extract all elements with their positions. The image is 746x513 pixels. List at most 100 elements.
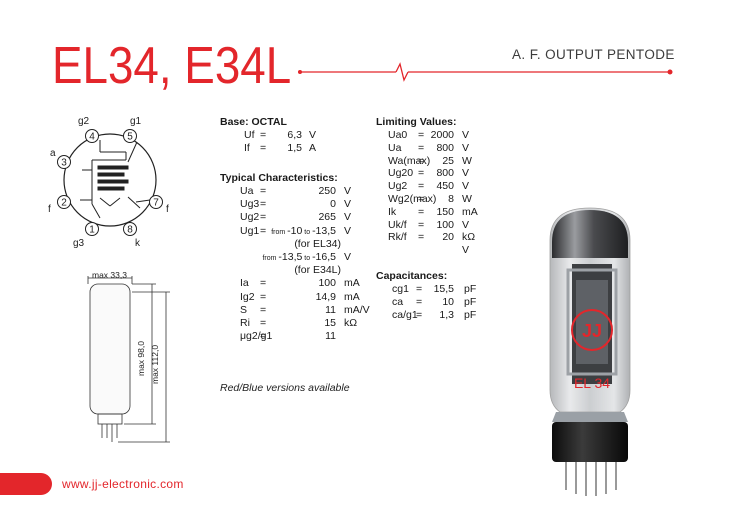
limiting-row-unit: V [462,180,470,193]
typical-row-unit: V [344,211,352,224]
typical-row-equals: = [260,290,267,303]
limiting-row-equals: = [418,141,425,154]
limiting-row-unit: W [462,193,472,205]
capacitances-row-label: ca/g1 [392,309,418,321]
typical-row-unit: V [344,251,352,263]
limiting-row-unit: W [462,154,472,167]
typical-row-equals: = [260,277,267,290]
footer-accent-bar [0,473,52,495]
typical-row-label: μg2/g1 [240,330,273,343]
title-signal-line [298,62,673,82]
limiting-row-equals: = [418,167,425,180]
capacitances-row-value: 10 [442,296,454,308]
capacitances-row-value: 1,3 [439,309,454,321]
base-row-equals: = [260,142,267,154]
capacitances-row-label: ca [392,296,404,308]
typical-row-label: Ug1 [240,224,260,237]
pin-8: 8 [127,225,133,236]
typical-row-unit: V [344,185,352,197]
limiting-row-value: 450 [436,180,454,193]
typical-row-value: 15 [324,317,336,329]
limiting-row-label: Ua [388,141,402,154]
base-row-value: 1,5 [287,142,302,154]
typical-row-label: S [240,303,248,316]
limiting-row-unit: V [462,129,470,141]
typical-row-value: 0 [330,198,336,211]
limiting-row-equals: = [418,231,425,244]
page-subtitle: A. F. OUTPUT PENTODE [512,47,675,62]
footer-website-link[interactable]: www.jj-electronic.com [62,477,184,491]
page-title: EL34, E34L [52,37,292,95]
typical-row-value: 100 [318,277,336,290]
limiting-row-value: 25 [442,154,454,167]
limiting-row-equals: = [418,218,425,231]
typical-row-equals: = [260,198,267,211]
limiting-row-equals: = [418,205,425,218]
range-max: -16,5 [312,251,336,263]
range-min: -10 [287,224,303,237]
limiting-row-label: Uk/f [388,218,407,231]
pin-label-g1: g1 [130,116,142,127]
limiting-row-unit: kΩ [462,231,476,244]
capacitances-row-unit: pF [464,283,477,295]
pin-3: 3 [61,158,67,169]
typical-row-value: 14,9 [315,290,336,303]
typical-row-unit: kΩ [344,317,358,329]
base-row-value: 6,3 [287,129,302,141]
typical-row-unit: mA/V [344,303,370,316]
base-row-label: Uf [244,129,255,141]
pin-4: 4 [89,132,95,143]
pin-2: 2 [61,198,67,209]
capacitances-row-label: cg1 [392,283,409,295]
pin-diagram: 4 5 3 2 1 8 7 g2 g1 a f f g3 k [48,116,169,249]
limiting-row-label: Ik [388,205,397,218]
tube-logo: JJ [582,321,602,341]
range-to: to [302,228,313,236]
dim-total-height: max 112,0 [150,344,160,384]
range-from: from [271,228,288,236]
typical-row-range: from -10 to -13,5 [254,225,336,239]
dimension-drawing [87,276,170,443]
typical-row-label: Ug3 [240,198,260,211]
limiting-row-equals: = [418,129,425,141]
typical-heading: Typical Characteristics: [220,172,338,184]
tube-photo: JJ EL 34 [549,207,631,496]
limiting-row-value: 2000 [430,129,454,141]
typical-row-label: Ri [240,317,250,329]
pin-label-k: k [135,238,141,249]
typical-row-label: Ia [240,277,249,290]
typical-row-equals: = [260,211,267,224]
capacitances-row-value: 15,5 [433,283,454,295]
limiting-heading: Limiting Values: [376,116,457,128]
typical-row-equals: = [260,185,267,197]
limiting-row-label: Wg2(max) [388,193,437,205]
capacitances-row-equals: = [416,283,423,295]
typical-row-range: from -13,5 to -16,5 [254,251,336,265]
limiting-row-value: 800 [436,167,454,180]
typical-row-note: (for E34L) [294,264,341,277]
limiting-row-unit: V [462,244,470,257]
base-row-equals: = [260,129,267,141]
limiting-row-label: Rk/f [388,231,407,244]
range-to: to [302,255,313,262]
typical-row-equals: = [260,317,267,329]
capacitances-row-unit: pF [464,309,477,321]
limiting-row-label: Ug2 [388,180,408,193]
range-max: -13,5 [312,224,336,237]
dim-width: max 33,3 [92,270,127,280]
typical-row-equals: = [260,224,267,237]
limiting-row-value: 8 [448,193,454,205]
limiting-row-equals: = [418,180,425,193]
typical-row-label: Ig2 [240,290,255,303]
pin-7: 7 [153,198,159,209]
base-row-label: If [244,142,250,154]
typical-row-unit: mA [344,277,360,290]
base-heading: Base: OCTAL [220,116,287,128]
limiting-row-value: 150 [436,205,454,218]
pin-1: 1 [89,225,95,236]
versions-note: Red/Blue versions available [220,382,350,394]
limiting-row-value: 800 [436,141,454,154]
typical-row-note: (for EL34) [294,237,341,250]
typical-row-unit: V [344,224,352,237]
limiting-row-value: 20 [442,231,454,244]
